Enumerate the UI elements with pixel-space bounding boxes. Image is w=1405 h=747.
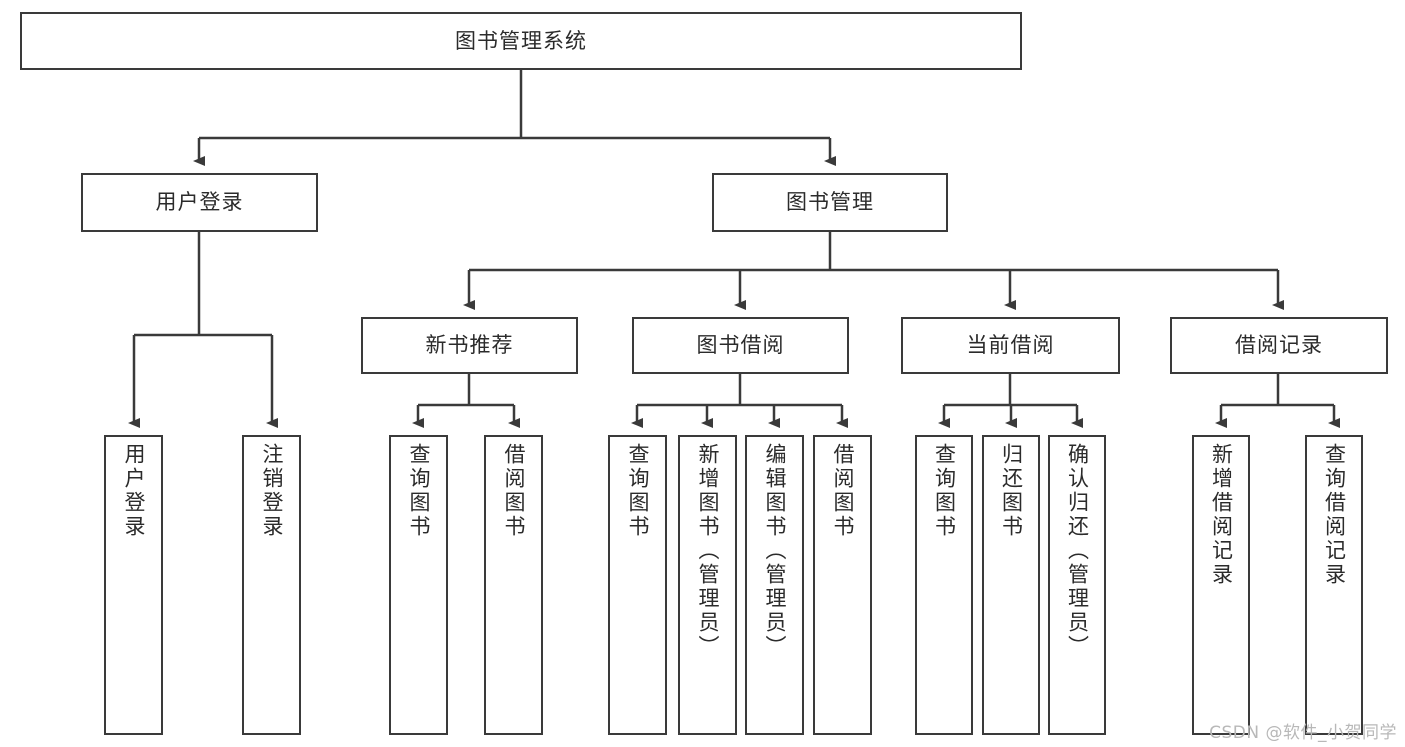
leaf-query-book-current-label: 查询图书 [932,443,957,539]
leaf-confirm-return-label: 确认归还（管理员） [1065,443,1090,659]
node-new-book-recommend[interactable]: 新书推荐 [361,317,578,374]
leaf-user-login[interactable]: 用户登录 [104,435,163,735]
node-borrow-record[interactable]: 借阅记录 [1170,317,1388,374]
leaf-borrow-book-rec-label: 借阅图书 [502,443,526,539]
leaf-logout-label: 注销登录 [260,443,284,539]
leaf-query-book-current[interactable]: 查询图书 [915,435,973,735]
leaf-borrow-book-label: 借阅图书 [831,443,855,539]
leaf-add-record[interactable]: 新增借阅记录 [1192,435,1250,735]
leaf-edit-book[interactable]: 编辑图书（管理员） [745,435,804,735]
leaf-logout[interactable]: 注销登录 [242,435,301,735]
leaf-add-record-label: 新增借阅记录 [1209,443,1234,587]
node-root[interactable]: 图书管理系统 [20,12,1022,70]
leaf-add-book[interactable]: 新增图书（管理员） [678,435,737,735]
leaf-query-record[interactable]: 查询借阅记录 [1305,435,1363,735]
node-borrow-record-label: 借阅记录 [1235,333,1323,358]
leaf-query-book-borrow[interactable]: 查询图书 [608,435,667,735]
node-book-management-label: 图书管理 [786,190,874,215]
node-new-book-recommend-label: 新书推荐 [425,333,514,358]
node-root-label: 图书管理系统 [455,28,587,53]
node-current-borrow-label: 当前借阅 [966,333,1055,358]
leaf-return-book[interactable]: 归还图书 [982,435,1040,735]
leaf-borrow-book[interactable]: 借阅图书 [813,435,872,735]
node-book-borrow[interactable]: 图书借阅 [632,317,849,374]
node-user-login-label: 用户登录 [155,190,244,215]
leaf-return-book-label: 归还图书 [999,443,1024,539]
node-current-borrow[interactable]: 当前借阅 [901,317,1120,374]
leaf-query-book-rec-label: 查询图书 [407,443,431,539]
leaf-confirm-return[interactable]: 确认归还（管理员） [1048,435,1106,735]
leaf-borrow-book-rec[interactable]: 借阅图书 [484,435,543,735]
leaf-query-record-label: 查询借阅记录 [1322,443,1347,587]
leaf-query-book-rec[interactable]: 查询图书 [389,435,448,735]
node-book-borrow-label: 图书借阅 [696,333,785,358]
leaf-edit-book-label: 编辑图书（管理员） [763,443,787,659]
leaf-user-login-label: 用户登录 [122,443,146,539]
leaf-query-book-borrow-label: 查询图书 [626,443,650,539]
leaf-add-book-label: 新增图书（管理员） [696,443,720,659]
node-book-management[interactable]: 图书管理 [712,173,948,232]
node-user-login[interactable]: 用户登录 [81,173,318,232]
watermark: CSDN @软件_小贺同学 [1209,723,1397,743]
